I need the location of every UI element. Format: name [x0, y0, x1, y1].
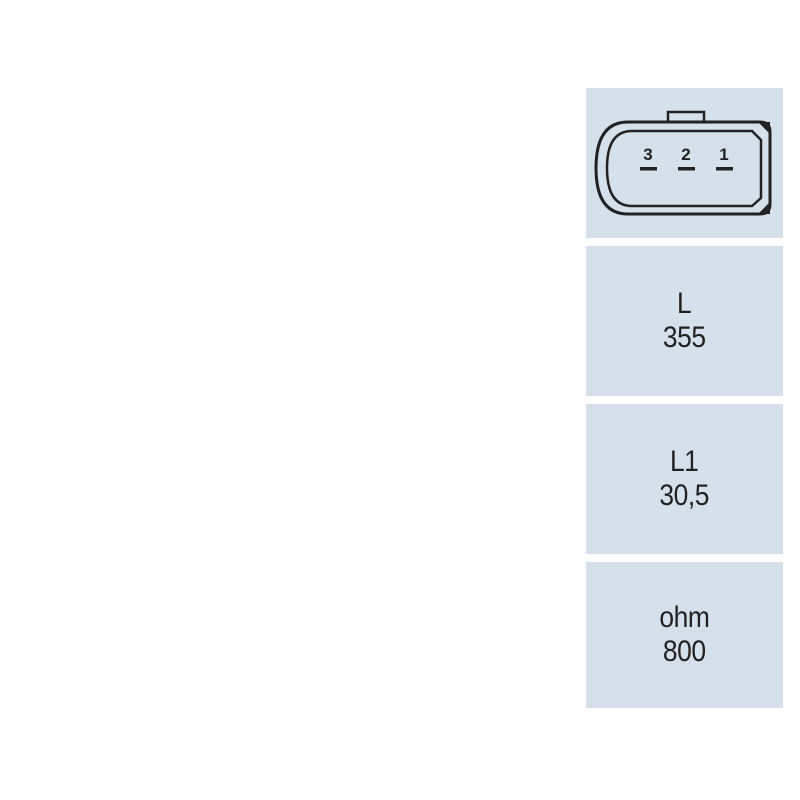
spec-value-length-l1: 30,5	[659, 479, 710, 512]
spec-cell-length-l1: L1 30,5	[586, 404, 783, 554]
spec-column: 3 2 1 L 355 L1 30,5 ohm 800	[582, 88, 784, 710]
pin-label-2: 2	[681, 145, 690, 164]
connector-key-bottom	[758, 202, 770, 214]
spec-cell-resistance: ohm 800	[586, 562, 783, 708]
spec-label-resistance: ohm	[659, 601, 710, 634]
pin-contact-2	[678, 167, 695, 171]
spec-value-resistance: 800	[663, 635, 706, 668]
pin-contact-3	[640, 167, 657, 171]
connector-cell: 3 2 1	[586, 88, 783, 238]
pin-label-1: 1	[719, 145, 728, 164]
spec-label-length-l1: L1	[670, 445, 699, 478]
connector-pinout-diagram: 3 2 1	[594, 110, 772, 216]
spec-label-length: L	[677, 287, 692, 320]
pin-contact-1	[716, 167, 733, 171]
connector-key-top	[758, 122, 770, 134]
spec-value-length: 355	[663, 321, 706, 354]
spec-cell-length: L 355	[586, 246, 783, 396]
pin-label-3: 3	[643, 145, 652, 164]
